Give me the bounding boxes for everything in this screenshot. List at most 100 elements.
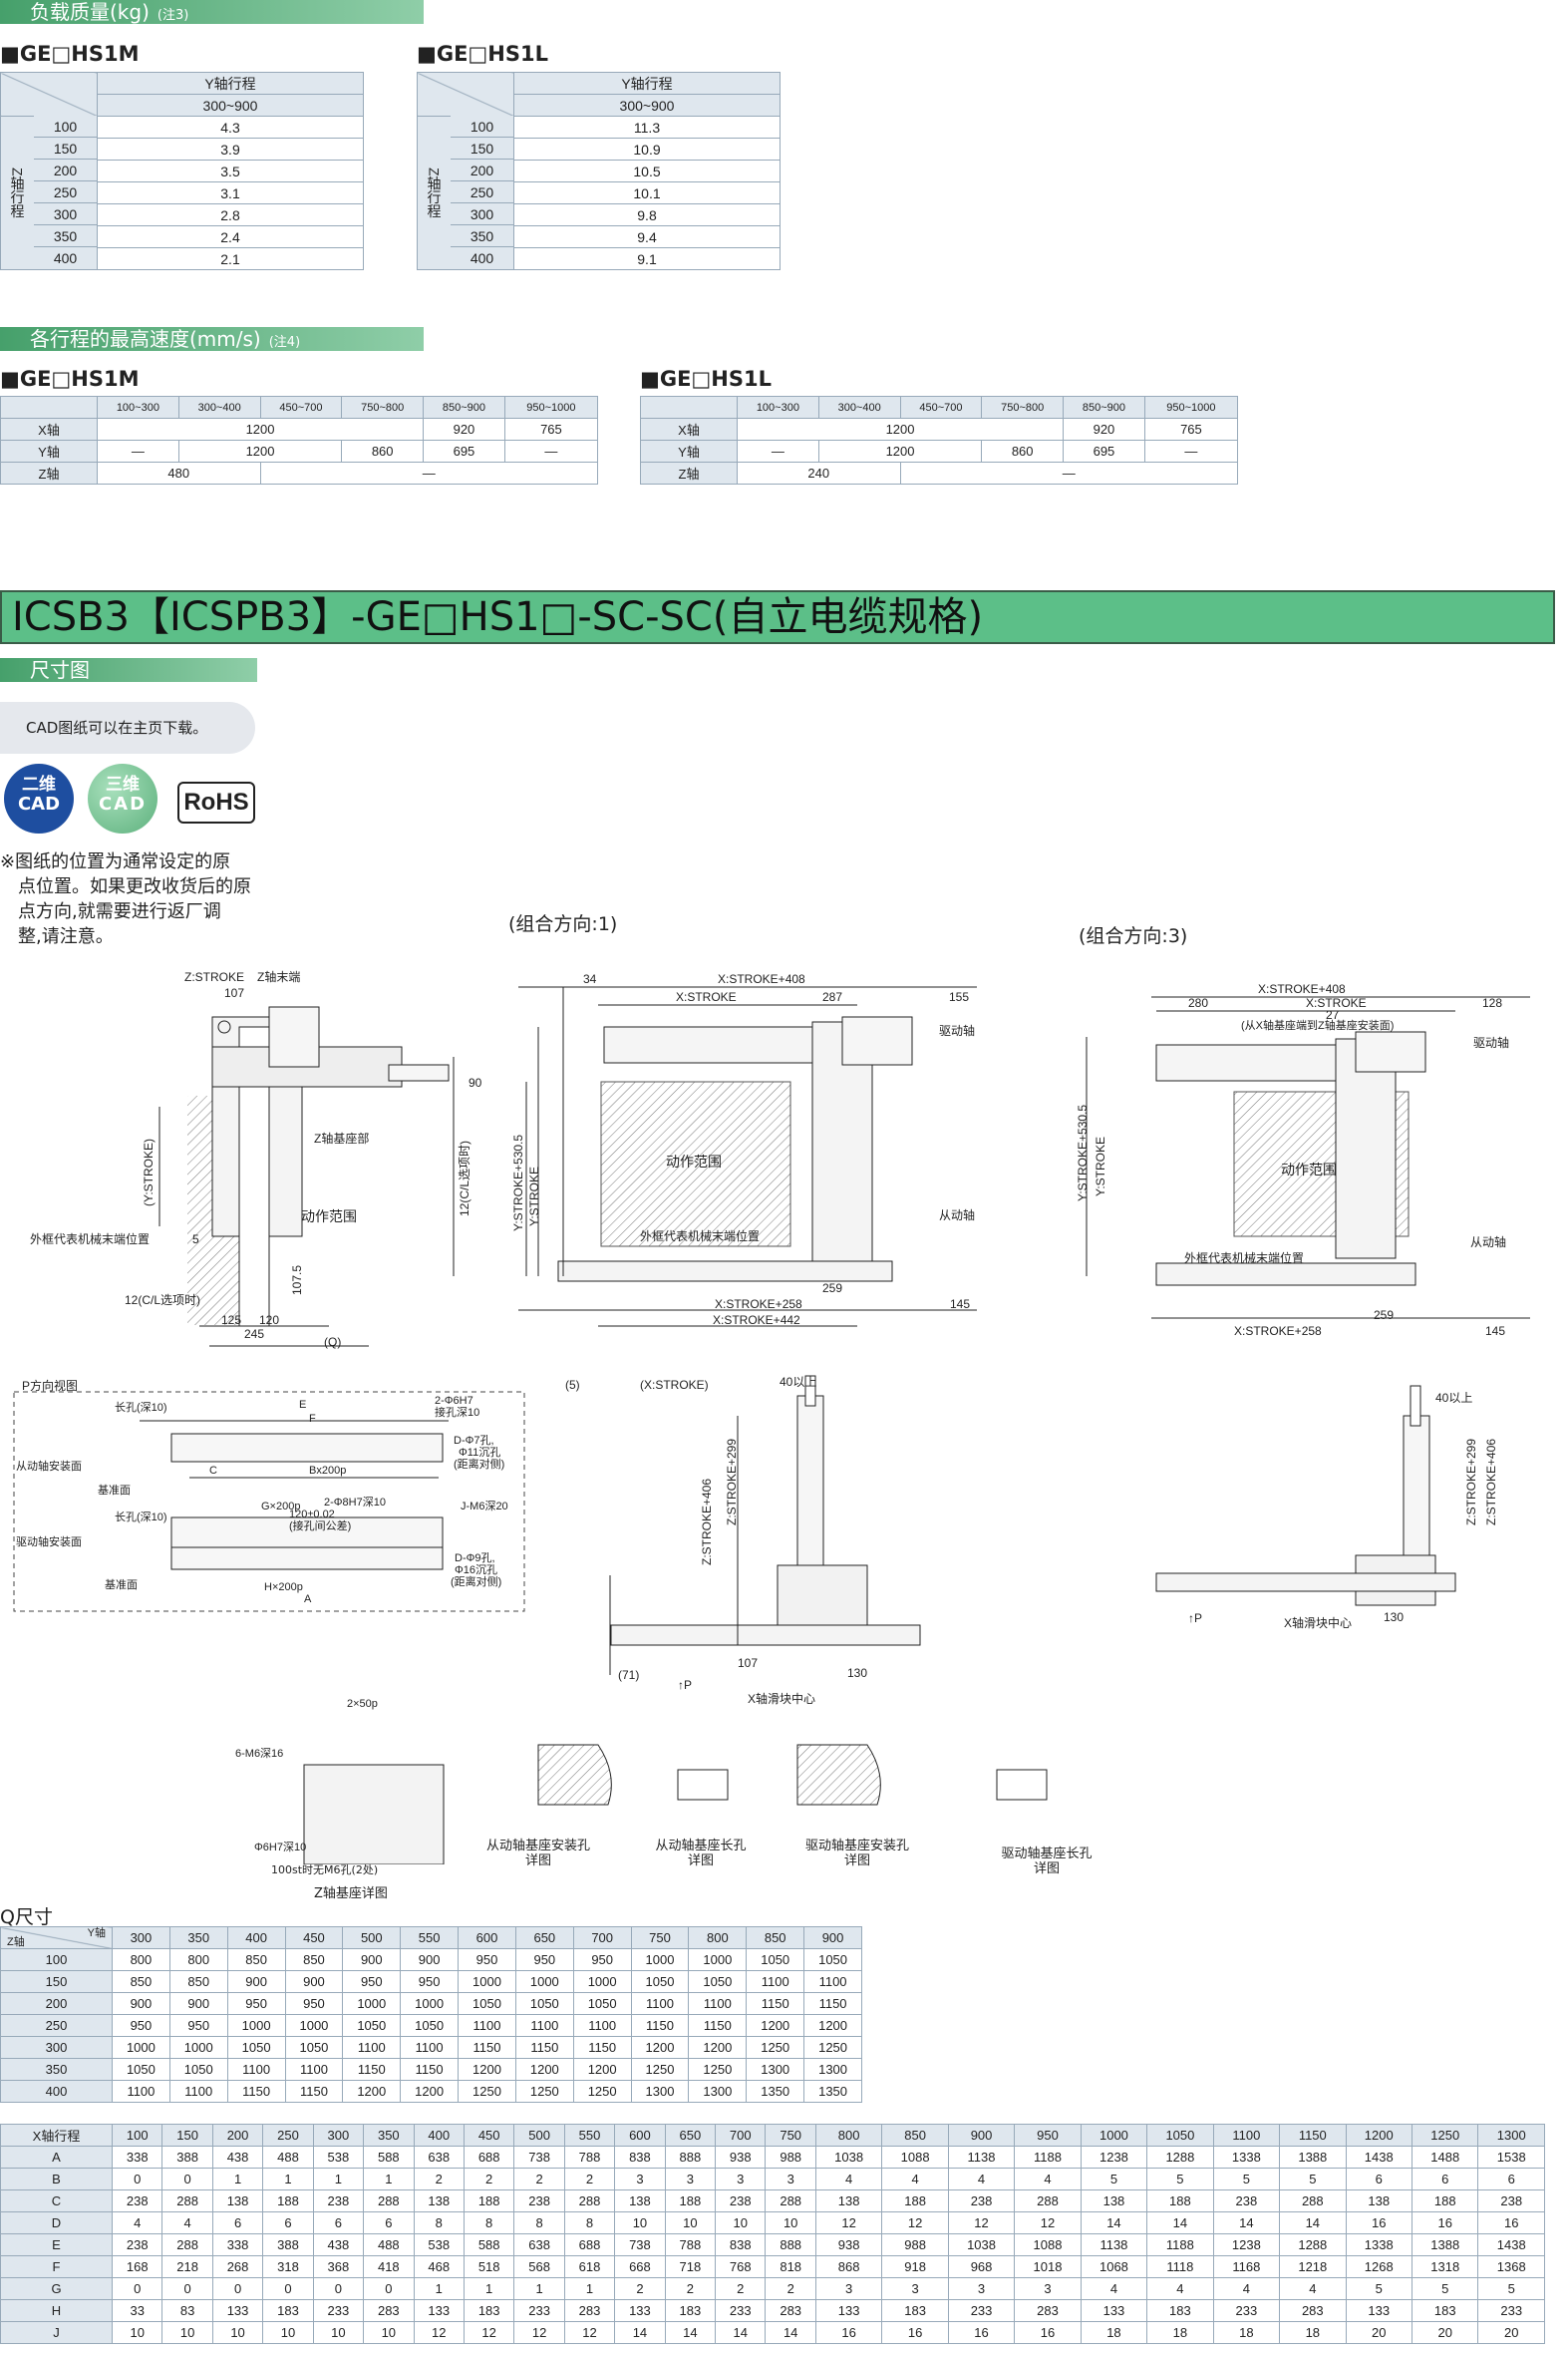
q-cell: 950 <box>458 1948 516 1971</box>
load-range: 300~900 <box>513 94 781 117</box>
x-cell: 638 <box>513 2233 565 2256</box>
x-cell: 538 <box>413 2233 465 2256</box>
stroke-cell: 150 <box>451 138 513 160</box>
x-cell: 233 <box>1477 2299 1545 2322</box>
x-cell: 3 <box>881 2277 949 2300</box>
cad-note-box[interactable]: CAD图纸可以在主页下载。 <box>0 702 255 754</box>
q-cell: 1100 <box>226 2058 286 2081</box>
x-cell: 0 <box>111 2168 163 2190</box>
lbl-driven-mount: 从动轴安装面 <box>16 1459 82 1473</box>
q-cell: 1050 <box>803 1948 862 1971</box>
q-row-head: 350 <box>0 2058 113 2081</box>
q-cell: 1050 <box>688 1970 748 1993</box>
x-cell: 1 <box>312 2168 365 2190</box>
x-cell: 0 <box>262 2277 314 2300</box>
q-col-head: 750 <box>630 1926 690 1949</box>
x-col-head: 600 <box>614 2124 666 2147</box>
q-cell: 950 <box>284 1992 344 2015</box>
q-cell: 1050 <box>630 1970 690 1993</box>
x-cell: 138 <box>1345 2189 1412 2212</box>
x-cell: 338 <box>111 2146 163 2169</box>
q-cell: 850 <box>226 1948 286 1971</box>
lbl-h7-10: Φ6H7深10 <box>254 1841 306 1853</box>
lbl-drive-1: 驱动轴 <box>939 1023 975 1038</box>
speed-row-z: Z轴 <box>0 462 98 485</box>
q-cell: 1000 <box>688 1948 748 1971</box>
stroke-cell: 400 <box>451 247 513 269</box>
x-cell: 988 <box>881 2233 949 2256</box>
x-cell: 688 <box>563 2233 616 2256</box>
detail-slot-drawings <box>677 1769 1048 1801</box>
dim-287: 287 <box>822 990 842 1004</box>
origin-note: ※图纸的位置为通常设定的原 点位置。如果更改收货后的原 点方向,就需要进行返厂调… <box>0 849 264 949</box>
speed-cell: 695 <box>1063 440 1145 463</box>
speed-cell: 1200 <box>177 440 343 463</box>
q-cell: 1050 <box>458 1992 516 2015</box>
x-cell: 1368 <box>1477 2255 1545 2278</box>
lbl-z-stroke: Z:STROKE <box>184 970 244 984</box>
x-cell: 438 <box>312 2233 365 2256</box>
dim-120: 120 <box>259 1313 279 1327</box>
load-range: 300~900 <box>97 94 364 117</box>
x-cell: 2 <box>413 2168 465 2190</box>
x-cell: 738 <box>513 2146 565 2169</box>
x-cell: 1 <box>513 2277 565 2300</box>
q-cell: 1150 <box>803 1992 862 2015</box>
x-cell: 10 <box>161 2321 213 2344</box>
load-val: 2.8 <box>97 203 364 226</box>
x-cell: 138 <box>413 2189 465 2212</box>
lbl-opposite-2: (距离对侧) <box>451 1574 501 1588</box>
q-col-head: 800 <box>688 1926 748 1949</box>
x-cell: 283 <box>563 2299 616 2322</box>
x-cell: 1438 <box>1477 2233 1545 2256</box>
speed-model-l: ■GE□HS1L <box>640 367 772 391</box>
q-cell: 950 <box>514 1948 574 1971</box>
speed-cell: 765 <box>1143 418 1239 441</box>
badge-2d-bottom: CAD <box>17 794 61 815</box>
origin-note-line: ※图纸的位置为通常设定的原 <box>0 851 231 872</box>
lbl-y-stroke-530-3: Y:STROKE+530.5 <box>1076 1105 1090 1201</box>
load-m-stroke-col: 100 150 200 250 300 350 400 <box>34 116 97 269</box>
x-cell: 5 <box>1411 2277 1479 2300</box>
x-cell: 10 <box>664 2211 717 2234</box>
x-cell: 16 <box>814 2321 883 2344</box>
x-cell: 4 <box>814 2168 883 2190</box>
lbl-x-stroke-258-3: X:STROKE+258 <box>1234 1324 1322 1338</box>
detail-caption-word: 详图 <box>1033 1861 1060 1876</box>
x-col-head: 850 <box>881 2124 949 2147</box>
q-cell: 1300 <box>688 2080 748 2103</box>
lbl-z-stroke-406-1: Z:STROKE+406 <box>700 1479 714 1565</box>
q-cell: 1050 <box>342 2014 402 2037</box>
x-cell: 1138 <box>1080 2233 1148 2256</box>
load-val: 11.3 <box>513 116 781 139</box>
lbl-x-slider-3: X轴滑块中心 <box>1284 1615 1352 1630</box>
detail-caption-main: 从动轴基座安装孔 <box>485 1839 590 1853</box>
dim-71: (71) <box>618 1668 639 1682</box>
q-col-head: 300 <box>112 1926 170 1949</box>
x-cell: 33 <box>111 2299 163 2322</box>
x-cell: 568 <box>513 2255 565 2278</box>
x-cell: 12 <box>1014 2211 1082 2234</box>
x-cell: 718 <box>664 2255 717 2278</box>
x-cell: 8 <box>513 2211 565 2234</box>
x-cell: 238 <box>1477 2189 1545 2212</box>
q-cell: 1050 <box>112 2058 170 2081</box>
lbl-base-face-2: 基准面 <box>105 1578 138 1591</box>
x-cell: 1268 <box>1345 2255 1412 2278</box>
lbl-x-stroke-3: X:STROKE <box>1306 996 1367 1010</box>
q-cell: 900 <box>284 1970 344 1993</box>
x-cell: 1068 <box>1080 2255 1148 2278</box>
x-cell: 14 <box>1146 2211 1214 2234</box>
x-cell: 10 <box>312 2321 365 2344</box>
x-cell: 16 <box>1014 2321 1082 2344</box>
badge-2d-cad[interactable]: 二维 CAD <box>4 764 74 834</box>
badge-3d-cad[interactable]: 三维 CAD <box>88 764 157 834</box>
combo1-front-view <box>518 986 977 1327</box>
load-val: 10.9 <box>513 138 781 161</box>
speed-col-head: 950~1000 <box>1143 396 1239 419</box>
x-cell: 188 <box>463 2189 515 2212</box>
x-row-head: F <box>0 2255 113 2278</box>
lbl-z-stroke-299-3: Z:STROKE+299 <box>1464 1439 1478 1525</box>
